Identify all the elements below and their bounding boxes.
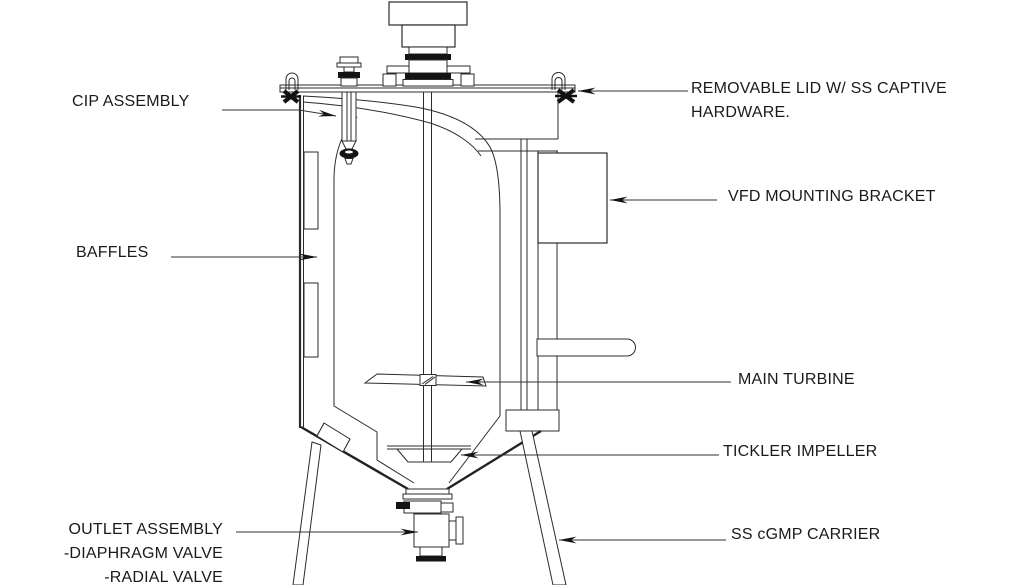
clamp-band-lower [405, 73, 451, 80]
interior-cone-right-line [448, 415, 501, 484]
label-ss-cgmp-carrier: SS cGMP CARRIER [731, 526, 881, 543]
motor-body [388, 1, 468, 26]
carrier-frame [475, 138, 636, 432]
carrier-leg-left [292, 441, 322, 585]
cip-tip [344, 158, 354, 165]
interior-left-line [333, 116, 415, 484]
label-outlet-line1: OUTLET ASSEMBLY [68, 521, 223, 538]
cip-neck [340, 77, 358, 87]
cip-clamp-band [338, 72, 360, 78]
removable-lid [279, 72, 577, 104]
leg-mount-lug [316, 422, 351, 453]
lifting-lug-left-outer [285, 72, 299, 90]
leader-cip-assembly [222, 109, 337, 117]
carrier-legs [292, 430, 567, 585]
label-vfd-mounting-bracket: VFD MOUNTING BRACKET [728, 188, 936, 205]
motor-bracket-foot-right [460, 73, 475, 87]
outlet-clamp-bolt [396, 502, 410, 509]
cip-stem [343, 66, 355, 73]
cone-bottom [300, 422, 542, 491]
carrier-leg-right [519, 430, 567, 585]
label-tickler-impeller: TICKLER IMPELLER [723, 443, 878, 460]
interior-back-curve [302, 95, 501, 416]
clamp-band-upper [405, 54, 451, 60]
label-outlet-line3: -RADIAL VALVE [104, 569, 223, 585]
outlet-flange-upper [405, 488, 450, 495]
captive-hardware-right [555, 88, 577, 104]
cip-assembly [336, 56, 362, 165]
lifting-lug-left-inner [288, 77, 296, 90]
valve-knob-inner [448, 520, 457, 541]
tank-body [298, 92, 559, 428]
bellows-base-flange [402, 79, 454, 87]
motor-assembly [382, 1, 475, 87]
bellows-mid [408, 59, 448, 74]
hub-hatch-2 [424, 376, 436, 385]
outlet-flange-lower [402, 493, 453, 500]
cip-flange [336, 62, 362, 68]
tank-interior-cut-lines [302, 95, 501, 484]
captive-hardware-left [281, 89, 301, 104]
outlet-lower-step [419, 546, 443, 557]
label-baffles: BAFFLES [76, 244, 149, 261]
hub-hatch-1 [421, 376, 434, 385]
valve-body [413, 513, 450, 548]
outlet-lower-band [416, 556, 446, 562]
vfd-mounting-bracket [537, 152, 608, 244]
baffle-lower [303, 282, 319, 358]
label-outlet-assembly: OUTLET ASSEMBLY -DIAPHRAGM VALVE -RADIAL… [64, 518, 223, 585]
outlet-assembly [396, 488, 464, 562]
bellows-top [408, 46, 448, 55]
label-removable-lid: REMOVABLE LID W/ SS CAPTIVE HARDWARE. [691, 77, 947, 125]
carrier-handle-bar [536, 338, 636, 357]
callout-leaders [171, 87, 731, 544]
interior-head-curve [302, 101, 482, 157]
baffle-upper [303, 151, 319, 230]
cip-taper [341, 140, 357, 150]
valve-knob-outer [455, 516, 464, 545]
carrier-leg-bracket [505, 409, 560, 432]
label-outlet-line2: -DIAPHRAGM VALVE [63, 545, 223, 562]
tickler-impeller-body [396, 448, 463, 463]
cip-spray-ball-highlight [345, 150, 353, 154]
motor-adapter [401, 24, 456, 48]
lifting-lug-right-inner [554, 77, 563, 90]
agitator [363, 92, 487, 463]
motor-bracket-foot-left [382, 73, 397, 87]
cip-cap [339, 56, 359, 64]
label-removable-lid-line1: REMOVABLE LID W/ SS CAPTIVE [691, 80, 947, 97]
label-removable-lid-line2: HARDWARE. [691, 104, 790, 121]
lifting-lug-right-outer [551, 72, 566, 90]
label-cip-assembly: CIP ASSEMBLY [72, 93, 190, 110]
outlet-clamp-right-tab [440, 502, 454, 513]
cip-tube [341, 91, 357, 142]
label-main-turbine: MAIN TURBINE [738, 371, 855, 388]
